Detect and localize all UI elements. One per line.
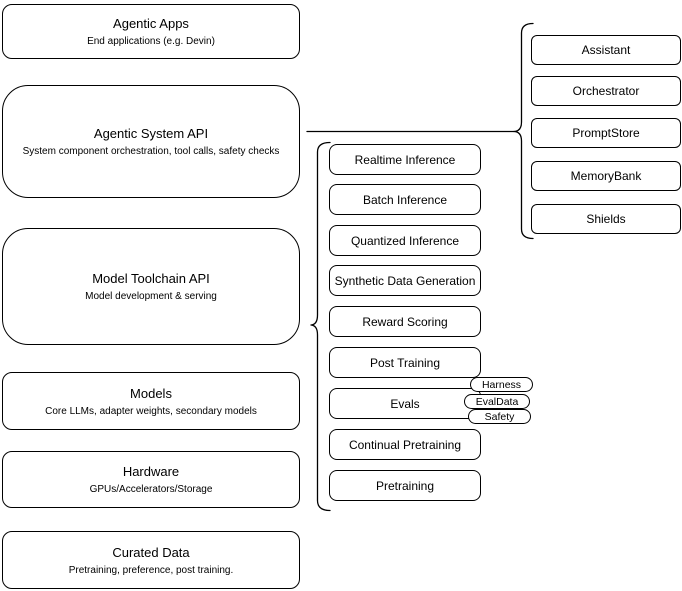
layer-subtitle: End applications (e.g. Devin) bbox=[87, 36, 215, 47]
layer-title: Agentic Apps bbox=[113, 16, 189, 31]
layer-curated-data: Curated Data Pretraining, preference, po… bbox=[2, 531, 300, 589]
component-promptstore: PromptStore bbox=[531, 118, 681, 148]
layer-subtitle: Pretraining, preference, post training. bbox=[68, 564, 234, 576]
toolchain-item-quantized-inference: Quantized Inference bbox=[329, 225, 481, 256]
toolchain-item-continual-pretraining: Continual Pretraining bbox=[329, 429, 481, 460]
toolchain-item-pretraining: Pretraining bbox=[329, 470, 481, 501]
node-label: Batch Inference bbox=[362, 192, 448, 207]
layer-hardware: Hardware GPUs/Accelerators/Storage bbox=[2, 451, 300, 508]
layer-subtitle: GPUs/Accelerators/Storage bbox=[89, 484, 213, 495]
component-orchestrator: Orchestrator bbox=[531, 76, 681, 106]
toolchain-item-realtime-inference: Realtime Inference bbox=[329, 144, 481, 175]
toolchain-item-batch-inference: Batch Inference bbox=[329, 184, 481, 215]
toolchain-item-synthetic-data-generation: Synthetic Data Generation bbox=[329, 265, 481, 296]
component-assistant: Assistant bbox=[531, 35, 681, 65]
layer-subtitle: Model development & serving bbox=[85, 291, 217, 302]
eval-tag-evaldata: EvalData bbox=[464, 394, 530, 409]
toolchain-item-reward-scoring: Reward Scoring bbox=[329, 306, 481, 337]
layer-agentic-apps: Agentic Apps End applications (e.g. Devi… bbox=[2, 4, 300, 59]
pill-label: EvalData bbox=[475, 395, 519, 408]
eval-tag-harness: Harness bbox=[470, 377, 533, 392]
node-label: Realtime Inference bbox=[354, 152, 456, 167]
node-label: Shields bbox=[586, 212, 626, 226]
pill-label: Safety bbox=[484, 410, 515, 423]
node-label: Orchestrator bbox=[572, 84, 640, 98]
layer-models: Models Core LLMs, adapter weights, secon… bbox=[2, 372, 300, 430]
layer-subtitle: System component orchestration, tool cal… bbox=[22, 146, 280, 157]
layer-model-toolchain-api: Model Toolchain API Model development & … bbox=[2, 228, 300, 345]
node-label: Continual Pretraining bbox=[348, 437, 462, 452]
layer-title: Curated Data bbox=[112, 544, 190, 560]
node-label: Evals bbox=[390, 396, 420, 411]
system-components-brace bbox=[513, 22, 534, 240]
layer-title: Model Toolchain API bbox=[92, 271, 210, 286]
node-label: PromptStore bbox=[572, 126, 640, 140]
eval-tag-safety: Safety bbox=[468, 409, 531, 424]
component-memorybank: MemoryBank bbox=[531, 161, 681, 191]
toolchain-item-post-training: Post Training bbox=[329, 347, 481, 378]
layer-title: Agentic System API bbox=[93, 126, 209, 141]
node-label: Post Training bbox=[369, 355, 441, 370]
toolchain-item-evals: Evals bbox=[329, 388, 481, 419]
toolchain-brace bbox=[310, 141, 331, 512]
pill-label: Harness bbox=[481, 378, 522, 391]
node-label: Assistant bbox=[581, 43, 631, 57]
node-label: Quantized Inference bbox=[350, 233, 460, 248]
layer-subtitle: Core LLMs, adapter weights, secondary mo… bbox=[45, 405, 257, 417]
node-label: Synthetic Data Generation bbox=[334, 273, 476, 288]
layer-title: Models bbox=[130, 385, 172, 401]
node-label: MemoryBank bbox=[570, 169, 642, 183]
node-label: Reward Scoring bbox=[362, 314, 448, 329]
layer-title: Hardware bbox=[122, 464, 180, 479]
component-shields: Shields bbox=[531, 204, 681, 234]
node-label: Pretraining bbox=[375, 478, 435, 493]
layer-agentic-system-api: Agentic System API System component orch… bbox=[2, 85, 300, 198]
